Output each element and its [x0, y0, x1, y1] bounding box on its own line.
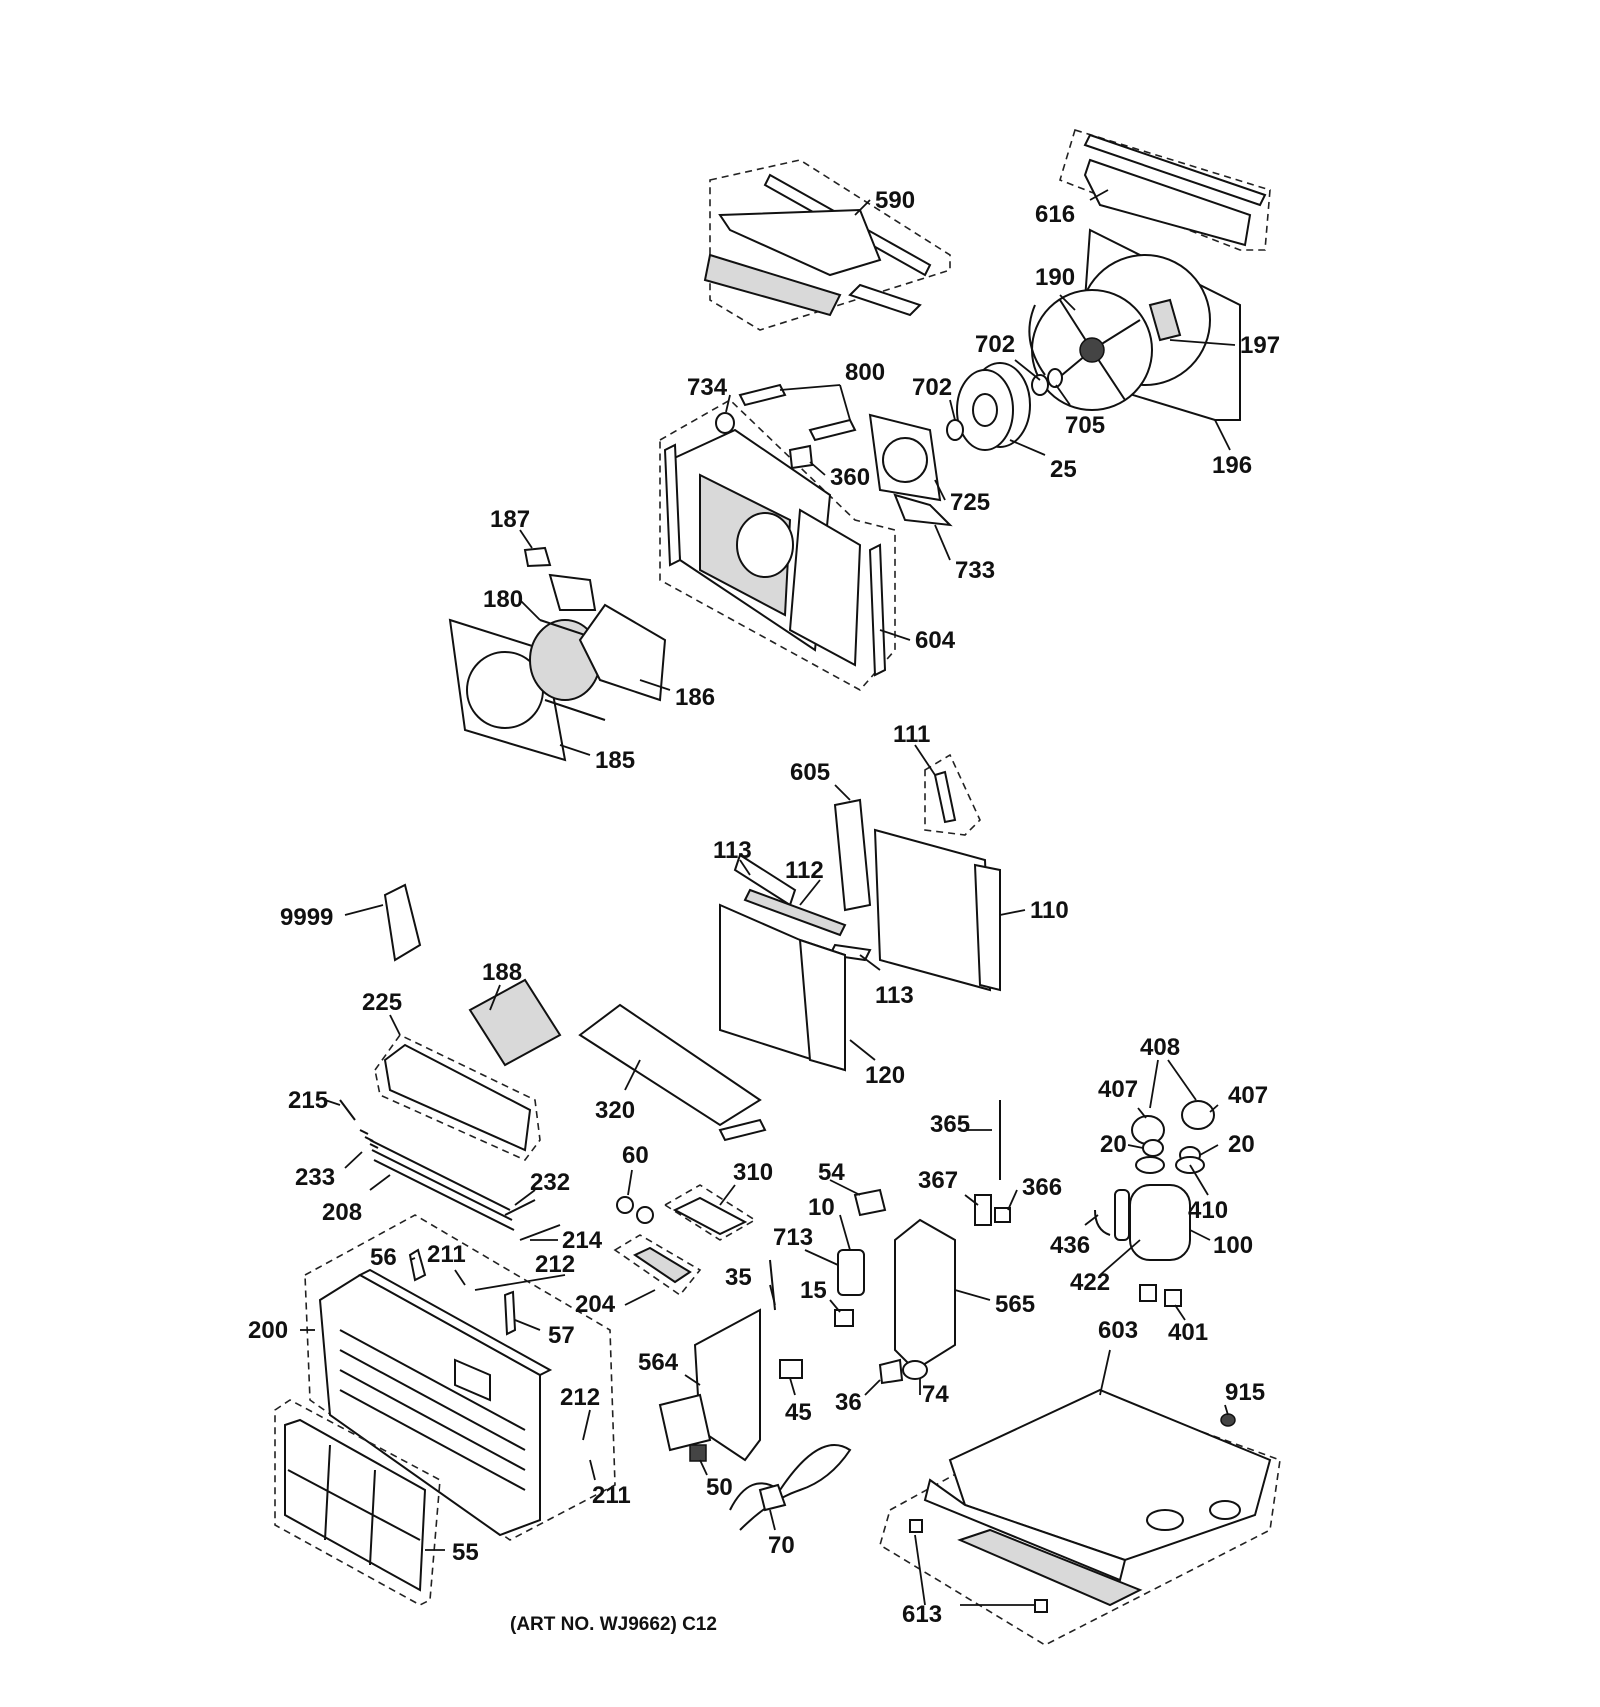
label-725: 725 [950, 489, 990, 516]
label-25: 25 [1050, 456, 1077, 483]
label-111: 111 [893, 721, 930, 748]
part-225-louver-assembly [374, 978, 562, 1161]
label-56: 56 [370, 1244, 397, 1271]
part-320-tray [578, 1003, 767, 1142]
label-616: 616 [1035, 201, 1075, 228]
label-407-left: 407 [1098, 1076, 1138, 1103]
label-120: 120 [865, 1062, 905, 1089]
label-436: 436 [1050, 1232, 1090, 1259]
label-113-upper: 113 [713, 837, 752, 864]
label-50: 50 [706, 1474, 733, 1501]
label-225: 225 [362, 989, 402, 1016]
label-188: 188 [482, 959, 522, 986]
label-214: 214 [562, 1227, 603, 1254]
label-204: 204 [575, 1291, 616, 1318]
label-190: 190 [1035, 264, 1075, 291]
label-180: 180 [483, 586, 523, 613]
label-20-right: 20 [1228, 1131, 1255, 1158]
part-590-assembly [703, 159, 951, 331]
label-613: 613 [902, 1601, 942, 1628]
label-57: 57 [548, 1322, 575, 1349]
part-100-compressor [1094, 1100, 1215, 1307]
part-725-bracket [868, 413, 953, 527]
part-185-blower-assembly [448, 546, 667, 762]
part-208-rods [339, 1099, 561, 1241]
part-25-motor [946, 362, 1063, 451]
label-215: 215 [288, 1087, 328, 1114]
label-196: 196 [1212, 452, 1252, 479]
label-604: 604 [915, 627, 956, 654]
label-55: 55 [452, 1539, 479, 1566]
part-603-base-pan [879, 1388, 1281, 1646]
label-200: 200 [248, 1317, 288, 1344]
part-310-control-panel [613, 1184, 757, 1297]
leader-lines [300, 189, 1236, 1606]
label-565: 565 [995, 1291, 1035, 1318]
art-number-caption: (ART NO. WJ9662) C12 [510, 1614, 717, 1635]
part-200-front-panel [304, 1214, 616, 1541]
label-232: 232 [530, 1169, 570, 1196]
part-564-panel [658, 1308, 852, 1531]
label-186: 186 [675, 684, 715, 711]
label-212-upper: 212 [535, 1251, 575, 1278]
label-211-lower: 211 [592, 1482, 631, 1509]
label-915: 915 [1225, 1379, 1265, 1406]
label-360: 360 [830, 464, 870, 491]
label-410: 410 [1188, 1197, 1228, 1224]
label-603: 603 [1098, 1317, 1138, 1344]
part-604-housing [659, 383, 896, 692]
label-20-left: 20 [1100, 1131, 1127, 1158]
label-100: 100 [1213, 1232, 1253, 1259]
label-422: 422 [1070, 1269, 1110, 1296]
label-36: 36 [835, 1389, 862, 1416]
label-74: 74 [922, 1381, 949, 1408]
label-367: 367 [918, 1167, 958, 1194]
part-55-filter [274, 1399, 441, 1606]
label-9999: 9999 [280, 904, 333, 931]
part-9999-manual [383, 883, 422, 962]
label-15: 15 [800, 1277, 827, 1304]
part-labels: 590 616 190 197 702 705 25 196 734 800 7… [248, 187, 1280, 1635]
label-713: 713 [773, 1224, 813, 1251]
label-366: 366 [1022, 1174, 1062, 1201]
label-112: 112 [785, 857, 824, 884]
label-705: 705 [1065, 412, 1105, 439]
part-565-control-box [878, 1100, 1011, 1385]
label-10: 10 [808, 1194, 835, 1221]
label-197: 197 [1240, 332, 1280, 359]
label-70: 70 [768, 1532, 795, 1559]
label-590: 590 [875, 187, 915, 214]
label-733: 733 [955, 557, 995, 584]
part-10-capacitor [769, 1188, 887, 1327]
label-734: 734 [687, 374, 728, 401]
label-113-lower: 113 [875, 982, 914, 1009]
label-45: 45 [785, 1399, 812, 1426]
label-320: 320 [595, 1097, 635, 1124]
part-110-condenser-coil [719, 753, 1001, 1072]
label-110: 110 [1030, 897, 1069, 924]
label-187: 187 [490, 506, 530, 533]
label-54: 54 [818, 1159, 845, 1186]
label-60: 60 [622, 1142, 649, 1169]
label-605: 605 [790, 759, 830, 786]
label-365: 365 [930, 1111, 970, 1138]
label-212-lower: 212 [560, 1384, 600, 1411]
label-208: 208 [322, 1199, 362, 1226]
label-800: 800 [845, 359, 885, 386]
label-408: 408 [1140, 1034, 1180, 1061]
label-702-upper: 702 [975, 331, 1015, 358]
label-35: 35 [725, 1264, 752, 1291]
label-702-lower: 702 [912, 374, 952, 401]
label-407-right: 407 [1228, 1082, 1268, 1109]
part-190-fan-blade [1028, 289, 1153, 411]
label-401: 401 [1168, 1319, 1208, 1346]
label-211-upper: 211 [427, 1241, 466, 1268]
label-564: 564 [638, 1349, 679, 1376]
label-185: 185 [595, 747, 635, 774]
label-233: 233 [295, 1164, 335, 1191]
label-310: 310 [733, 1159, 773, 1186]
